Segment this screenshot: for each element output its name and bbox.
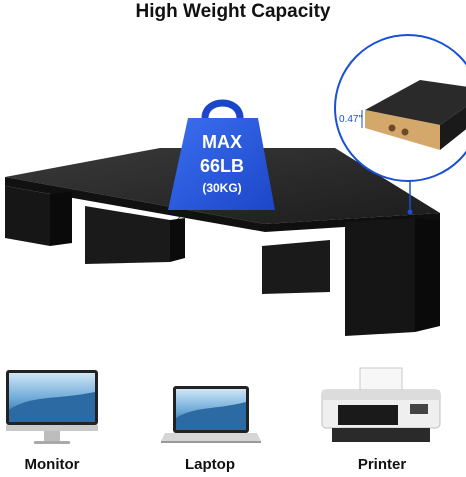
monitor-icon — [6, 370, 98, 444]
weight-capacity-badge — [168, 99, 275, 210]
laptop-icon — [161, 386, 261, 443]
page-title: High Weight Capacity — [135, 1, 331, 22]
weight-line-1: MAX — [202, 132, 242, 152]
thickness-detail-callout — [334, 34, 466, 215]
printer-icon — [321, 367, 441, 442]
device-label-laptop: Laptop — [185, 456, 235, 473]
device-label-monitor: Monitor — [24, 456, 80, 473]
monitor-riser-stand — [5, 148, 440, 336]
weight-line-2: 66LB — [200, 156, 244, 176]
thickness-label: 0.47" — [339, 114, 362, 125]
weight-line-3: (30KG) — [202, 181, 241, 195]
device-label-printer: Printer — [357, 456, 407, 473]
